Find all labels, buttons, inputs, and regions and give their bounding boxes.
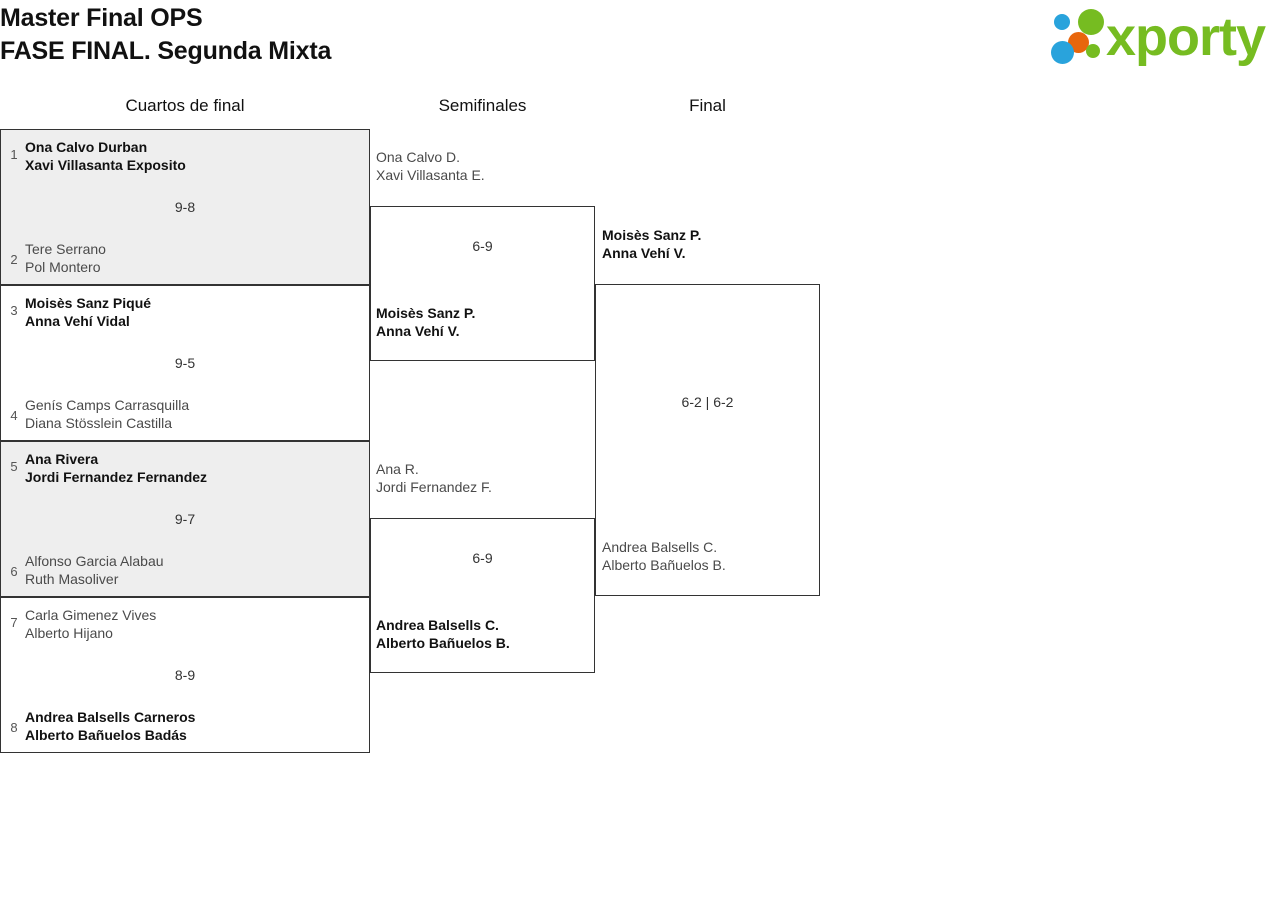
player-name: Genís Camps Carrasquilla bbox=[25, 397, 190, 413]
match-quarterfinal-3[interactable]: 5 Ana Rivera Jordi Fernandez Fernandez 9… bbox=[0, 441, 370, 597]
match-score: 6-9 bbox=[472, 238, 493, 254]
match-score: 9-8 bbox=[174, 199, 196, 215]
logo-dot-blue-large-icon bbox=[1051, 41, 1074, 64]
player-name: Moisès Sanz P. bbox=[602, 227, 702, 243]
seed-number: 8 bbox=[10, 720, 18, 735]
player-name: Jordi Fernandez Fernandez bbox=[25, 469, 208, 485]
page-title: Master Final OPS bbox=[0, 4, 203, 32]
logo-dot-green-large-icon bbox=[1078, 9, 1104, 35]
player-name: Tere Serrano bbox=[25, 241, 106, 257]
player-name: Alberto Hijano bbox=[25, 625, 113, 641]
round-header-final: Final bbox=[689, 96, 726, 115]
seed-number: 3 bbox=[10, 303, 18, 318]
team-top: Ana Rivera Jordi Fernandez Fernandez bbox=[25, 450, 363, 486]
player-name: Alfonso Garcia Alabau bbox=[25, 553, 164, 569]
seed-number: 2 bbox=[10, 252, 18, 267]
seed-number: 5 bbox=[10, 459, 18, 474]
page-header: Master Final OPS FASE FINAL. Segunda Mix… bbox=[0, 0, 1280, 80]
seed-number: 4 bbox=[10, 408, 18, 423]
player-name: Alberto Bañuelos B. bbox=[376, 635, 510, 651]
logo-dots-icon bbox=[1050, 8, 1112, 66]
player-name: Moisès Sanz Piqué bbox=[25, 295, 152, 311]
player-name: Anna Vehí V. bbox=[376, 323, 460, 339]
semifinal-1-team-lower: Moisès Sanz P. Anna Vehí V. bbox=[376, 304, 475, 340]
team-bottom: Tere Serrano Pol Montero bbox=[25, 240, 363, 276]
team-top: Carla Gimenez Vives Alberto Hijano bbox=[25, 606, 363, 642]
logo-dot-blue-small-icon bbox=[1054, 14, 1070, 30]
match-quarterfinal-2[interactable]: 3 Moisès Sanz Piqué Anna Vehí Vidal 9-5 … bbox=[0, 285, 370, 441]
seed-number: 6 bbox=[10, 564, 18, 579]
player-name: Ana Rivera bbox=[25, 451, 99, 467]
final-team-upper: Moisès Sanz P. Anna Vehí V. bbox=[602, 226, 701, 262]
match-semifinal-2[interactable]: 6-9 bbox=[370, 518, 595, 673]
team-bottom: Genís Camps Carrasquilla Diana Stösslein… bbox=[25, 396, 363, 432]
player-name: Alberto Bañuelos Badás bbox=[25, 727, 187, 743]
match-score: 9-5 bbox=[174, 355, 196, 371]
player-name: Anna Vehí Vidal bbox=[25, 313, 130, 329]
player-name: Alberto Bañuelos B. bbox=[602, 557, 726, 573]
match-quarterfinal-4[interactable]: 7 Carla Gimenez Vives Alberto Hijano 8-9… bbox=[0, 597, 370, 753]
round-headers: Cuartos de final Semifinales Final bbox=[0, 94, 1280, 122]
player-name: Diana Stösslein Castilla bbox=[25, 415, 173, 431]
logo-dot-green-small-icon bbox=[1086, 44, 1100, 58]
player-name: Xavi Villasanta E. bbox=[376, 167, 485, 183]
player-name: Moisès Sanz P. bbox=[376, 305, 476, 321]
match-score: 8-9 bbox=[174, 667, 196, 683]
match-score: 6-9 bbox=[472, 550, 493, 566]
semifinal-2-team-upper: Ana R. Jordi Fernandez F. bbox=[376, 460, 492, 496]
match-quarterfinal-1[interactable]: 1 Ona Calvo Durban Xavi Villasanta Expos… bbox=[0, 129, 370, 285]
match-score: 9-7 bbox=[174, 511, 196, 527]
semifinal-2-team-lower: Andrea Balsells C. Alberto Bañuelos B. bbox=[376, 616, 510, 652]
player-name: Andrea Balsells Carneros bbox=[25, 709, 196, 725]
player-name: Ruth Masoliver bbox=[25, 571, 119, 587]
match-semifinal-1[interactable]: 6-9 bbox=[370, 206, 595, 361]
match-final[interactable]: 6-2 | 6-2 bbox=[595, 284, 820, 596]
player-name: Ona Calvo D. bbox=[376, 149, 461, 165]
xporty-logo[interactable]: xporty bbox=[1050, 7, 1274, 67]
tournament-title-block: Master Final OPS FASE FINAL. Segunda Mix… bbox=[0, 2, 331, 68]
round-header-quarterfinals: Cuartos de final bbox=[125, 96, 245, 115]
player-name: Carla Gimenez Vives bbox=[25, 607, 157, 623]
team-bottom: Andrea Balsells Carneros Alberto Bañuelo… bbox=[25, 708, 363, 744]
round-header-semifinals: Semifinales bbox=[438, 96, 527, 115]
logo-wordmark: xporty bbox=[1106, 7, 1266, 67]
player-name: Ona Calvo Durban bbox=[25, 139, 148, 155]
final-team-lower: Andrea Balsells C. Alberto Bañuelos B. bbox=[602, 538, 726, 574]
player-name: Anna Vehí V. bbox=[602, 245, 686, 261]
team-top: Moisès Sanz Piqué Anna Vehí Vidal bbox=[25, 294, 363, 330]
player-name: Xavi Villasanta Exposito bbox=[25, 157, 186, 173]
semifinal-1-team-upper: Ona Calvo D. Xavi Villasanta E. bbox=[376, 148, 485, 184]
player-name: Andrea Balsells C. bbox=[602, 539, 718, 555]
seed-number: 1 bbox=[10, 147, 18, 162]
player-name: Jordi Fernandez F. bbox=[376, 479, 492, 495]
player-name: Pol Montero bbox=[25, 259, 101, 275]
player-name: Andrea Balsells C. bbox=[376, 617, 499, 633]
team-bottom: Alfonso Garcia Alabau Ruth Masoliver bbox=[25, 552, 363, 588]
match-score: 6-2 | 6-2 bbox=[681, 394, 734, 410]
team-top: Ona Calvo Durban Xavi Villasanta Exposit… bbox=[25, 138, 363, 174]
page-subtitle: FASE FINAL. Segunda Mixta bbox=[0, 37, 332, 65]
seed-number: 7 bbox=[10, 615, 18, 630]
player-name: Ana R. bbox=[376, 461, 419, 477]
